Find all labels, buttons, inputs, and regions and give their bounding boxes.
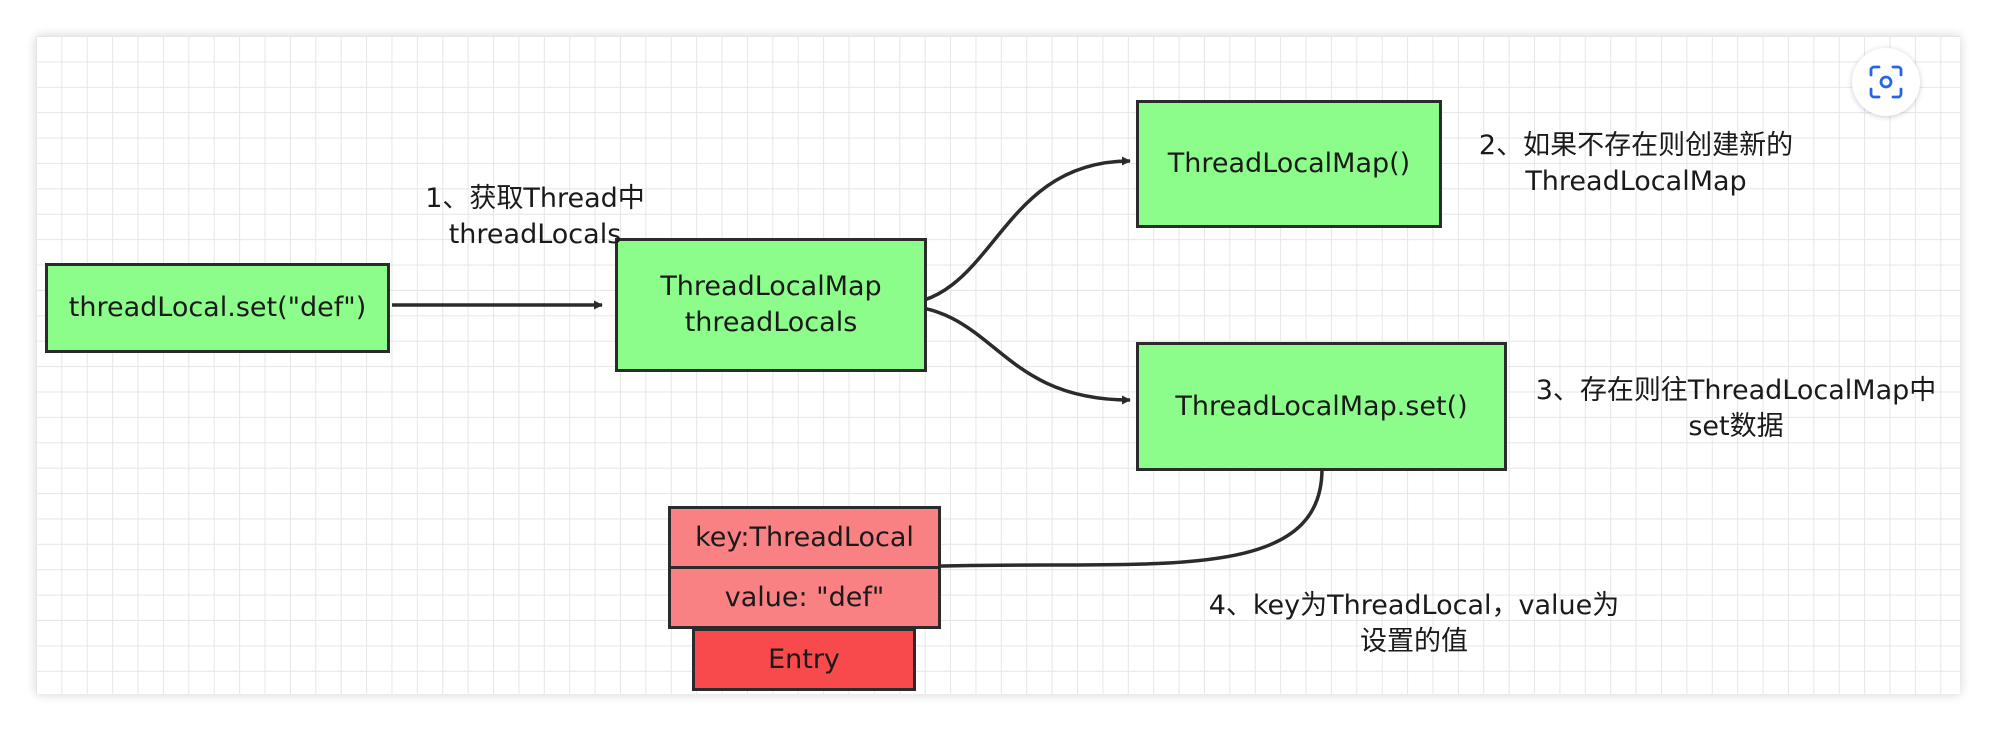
note-step-1: 1、获取Thread中 threadLocals [380,181,690,253]
node-threadlocals-line1: ThreadLocalMap [660,271,882,302]
screenshot-scan-button[interactable] [1852,48,1920,116]
arrow-threadlocals-to-map-set [893,303,1131,405]
entry-value-field: value: "def" [668,566,941,629]
node-new-threadlocalmap-label: ThreadLocalMap() [1167,148,1411,179]
node-threadlocal-set: threadLocal.set("def") [45,263,390,353]
node-threadlocalmap-set: ThreadLocalMap.set() [1136,342,1507,471]
note-step-3-line2: set数据 [1688,411,1784,442]
entry-key-field: key:ThreadLocal [668,506,941,569]
note-step-4-line2: 设置的值 [1360,626,1468,657]
note-step-4: 4、key为ThreadLocal，value为 设置的值 [1186,588,1642,660]
note-step-2-line1: 2、如果不存在则创建新的 [1478,130,1794,161]
node-new-threadlocalmap: ThreadLocalMap() [1136,100,1442,228]
entry-key-label: key:ThreadLocal [695,521,914,553]
arrow-map-set-to-entry [909,468,1324,572]
node-threadlocal-set-label: threadLocal.set("def") [68,292,367,323]
entry-title: Entry [692,628,916,691]
entry-title-label: Entry [768,643,840,675]
screenshot-scan-icon [1869,65,1903,99]
arrow-threadlocals-to-new-map [893,156,1131,307]
node-threadlocals-line2: threadLocals [684,307,858,338]
node-threadlocals-map: ThreadLocalMap threadLocals [615,238,927,372]
note-step-1-line1: 1、获取Thread中 [425,183,645,214]
note-step-4-line1: 4、key为ThreadLocal，value为 [1208,590,1620,621]
diagram-card: threadLocal.set("def") ThreadLocalMap th… [36,36,1960,694]
note-step-2-line2: ThreadLocalMap [1525,166,1747,197]
entry-value-label: value: "def" [724,581,885,613]
note-step-3-line1: 3、存在则往ThreadLocalMap中 [1535,375,1937,406]
connectors [392,156,1324,572]
note-step-3: 3、存在则往ThreadLocalMap中 set数据 [1518,373,1954,445]
note-step-2: 2、如果不存在则创建新的 ThreadLocalMap [1456,128,1816,200]
note-step-1-line2: threadLocals [448,219,622,250]
node-threadlocalmap-set-label: ThreadLocalMap.set() [1175,390,1468,422]
